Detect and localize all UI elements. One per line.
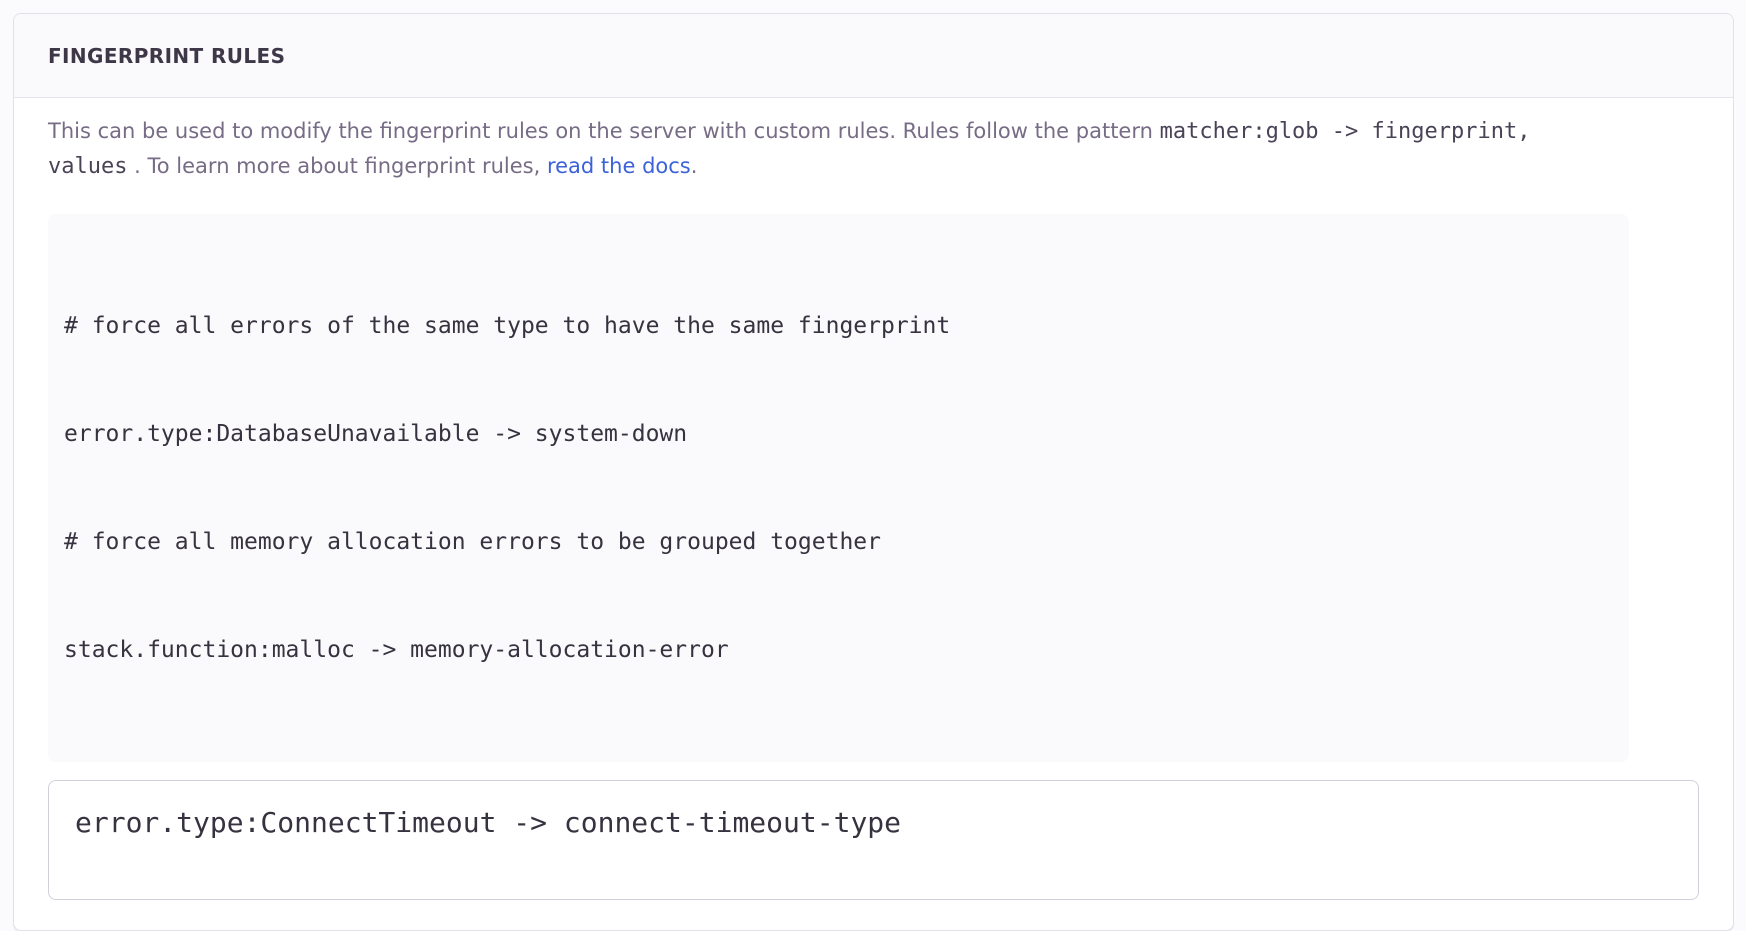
fingerprint-rules-input[interactable]: error.type:ConnectTimeout -> connect-tim… [48,780,1699,900]
description-text-end: . [690,154,698,178]
panel-body: This can be used to modify the fingerpri… [14,98,1733,930]
example-code-line: stack.function:malloc -> memory-allocati… [64,637,729,663]
fingerprint-rules-panel: FINGERPRINT RULES This can be used to mo… [13,13,1734,931]
example-code-line: error.type:DatabaseUnavailable -> system… [64,421,688,447]
panel-header: FINGERPRINT RULES [14,14,1733,98]
panel-description: This can be used to modify the fingerpri… [48,114,1699,184]
read-the-docs-link[interactable]: read the docs [546,154,691,178]
panel-title: FINGERPRINT RULES [48,43,286,68]
pattern-inline-code-continued: values [48,154,128,179]
description-text-middle: . To learn more about fingerprint rules, [134,154,541,178]
example-code-line: # force all errors of the same type to h… [64,313,951,339]
pattern-inline-code: matcher:glob -> fingerprint, [1159,119,1531,144]
description-text-start: This can be used to modify the fingerpri… [48,119,1153,143]
example-code-block: # force all errors of the same type to h… [48,214,1629,762]
example-code-line: # force all memory allocation errors to … [64,529,881,555]
